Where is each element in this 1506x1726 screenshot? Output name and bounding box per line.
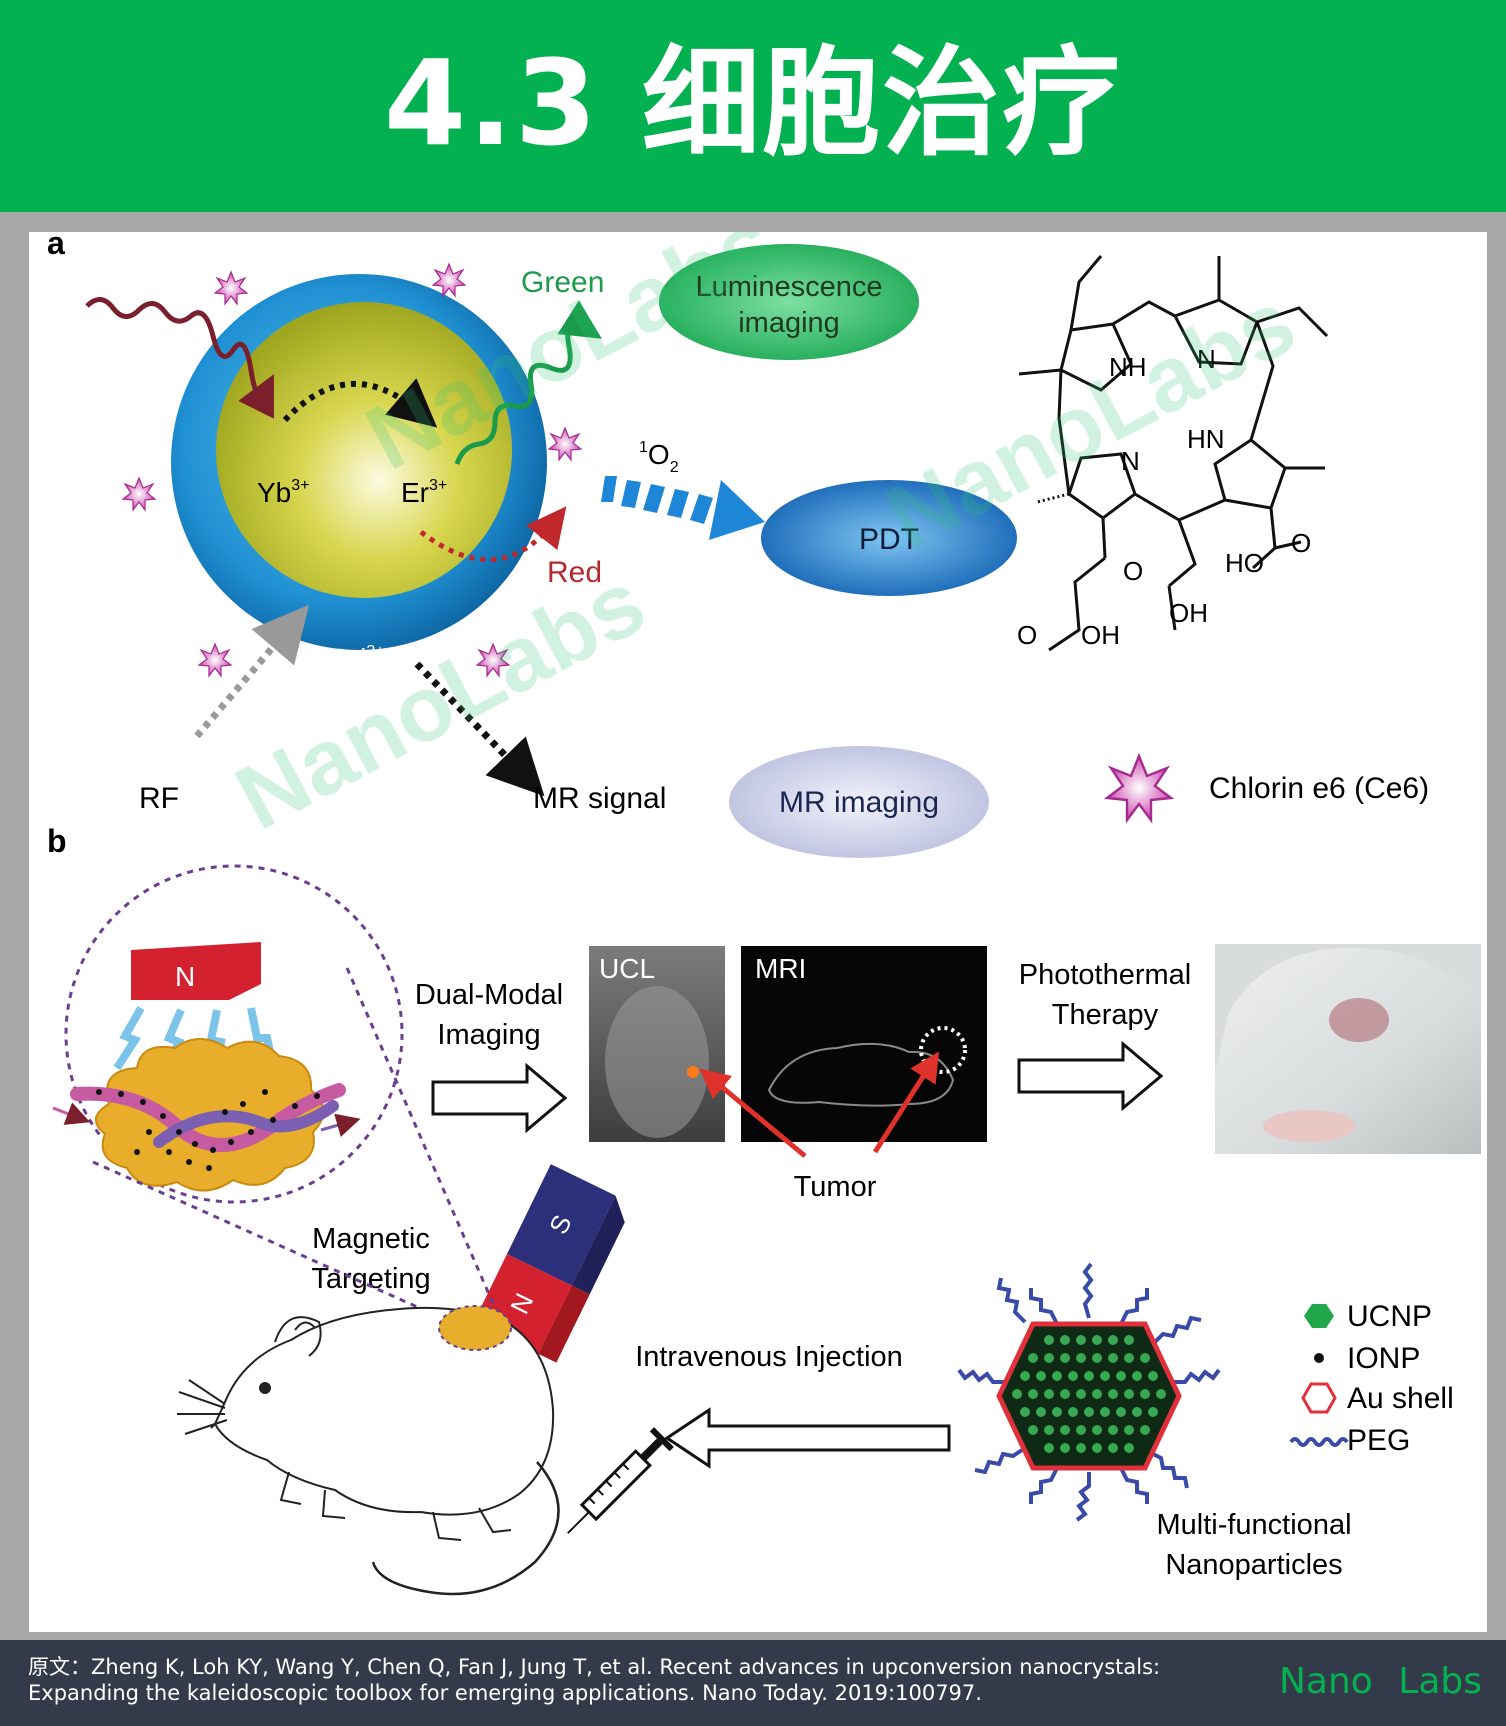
peg-legend-icon — [1289, 1437, 1349, 1447]
ce6-legend-label: Chlorin e6 (Ce6) — [1209, 772, 1429, 805]
chem-o1: O — [1291, 528, 1311, 558]
ce6-star-icon — [198, 643, 232, 677]
legend-au-shell: Au shell — [1347, 1382, 1454, 1415]
zoom-circle — [64, 864, 404, 1204]
au-shell-legend-icon — [1301, 1382, 1337, 1414]
brand-logo-text: Nano Labs — [1279, 1661, 1482, 1702]
ce6-legend-icon — [1105, 754, 1173, 822]
mr-imaging-ellipse — [729, 746, 989, 858]
injection-label: Intravenous Injection — [635, 1341, 903, 1373]
chem-nh: NH — [1109, 352, 1147, 382]
multifunctional-nanoparticle — [957, 1262, 1221, 1522]
zoom-connector-left — [92, 1160, 434, 1316]
red-label: Red — [547, 556, 602, 589]
chem-hn: HN — [1187, 424, 1225, 454]
nir-excitation-arrow — [85, 297, 274, 419]
ion-gd-label: Gd3+ — [329, 643, 385, 674]
ucl-mouse-silhouette — [605, 986, 709, 1138]
dual-modal-line2: Imaging — [437, 1019, 540, 1051]
ce6-star-icon — [432, 263, 466, 297]
rf-arrow — [194, 604, 310, 739]
tumor-arrow-mri — [872, 1051, 940, 1154]
flow-out-arrow — [320, 1113, 361, 1137]
ion-yb-label: Yb3+ — [257, 477, 310, 508]
green-emission-arrow — [454, 300, 602, 465]
nano-line1: Multi-functional — [1156, 1509, 1351, 1541]
injection-arrow — [664, 1407, 951, 1469]
singlet-oxygen-label: 1O2 — [639, 439, 679, 476]
mri-label: MRI — [755, 953, 806, 984]
photothermal-line2: Therapy — [1052, 999, 1159, 1031]
header-bar: 4.3 细胞治疗 — [0, 0, 1506, 212]
mouse-photo-wound — [1329, 998, 1389, 1042]
ce6-star-icon — [548, 427, 582, 461]
field-magnet — [131, 942, 261, 1000]
mouse-photo-paw — [1263, 1110, 1355, 1142]
legend-ucnp: UCNP — [1347, 1300, 1432, 1333]
mri-tumor-circle — [919, 1026, 967, 1074]
magnetic-line2: Targeting — [311, 1263, 430, 1295]
mr-imaging-label: MR imaging — [779, 786, 939, 819]
luminescence-line2: imaging — [738, 307, 840, 339]
singlet-oxygen-arrow — [601, 476, 765, 540]
footer-bar: 原文：Zheng K, Loh KY, Wang Y, Chen Q, Fan … — [0, 1640, 1506, 1726]
chem-o2: O — [1123, 556, 1143, 586]
nano-line2: Nanoparticles — [1165, 1549, 1342, 1581]
panel-b-letter: b — [47, 823, 67, 859]
ucnp-legend-icon — [1304, 1304, 1334, 1328]
dual-modal-line1: Dual-Modal — [415, 979, 563, 1011]
nanoparticle-core — [216, 302, 512, 598]
chem-o3: O — [1017, 620, 1037, 650]
pdt-ellipse — [761, 480, 1017, 596]
ion-er-label: Er3+ — [401, 477, 447, 508]
rf-label: RF — [139, 782, 179, 815]
tumor-label: Tumor — [794, 1171, 877, 1203]
photothermal-arrow — [1017, 1040, 1164, 1112]
mouse-tumor — [438, 1305, 512, 1351]
chem-n-top: N — [1197, 344, 1216, 374]
chem-ho1: HO — [1225, 548, 1264, 578]
chem-oh2: OH — [1081, 620, 1120, 650]
photothermal-line1: Photothermal — [1019, 959, 1192, 991]
flow-in-arrow — [52, 1102, 91, 1125]
blood-vessel-purple — [153, 1100, 339, 1148]
legend-ionp: IONP — [1347, 1342, 1420, 1375]
pdt-label: PDT — [859, 523, 919, 556]
tumor-arrow-ucl — [699, 1068, 807, 1158]
zoom-connector-right — [345, 967, 497, 1309]
mouse-photo-body — [1215, 947, 1481, 1154]
chlorin-e6-structure — [1018, 255, 1329, 652]
ce6-star-icon — [122, 477, 156, 511]
citation-text: 原文：Zheng K, Loh KY, Wang Y, Chen Q, Fan … — [28, 1655, 1161, 1705]
energy-transfer-arrow — [282, 378, 438, 428]
green-label: Green — [521, 266, 604, 299]
ucl-label: UCL — [599, 953, 655, 984]
ce6-star-icon — [214, 271, 248, 305]
mri-mouse-outline — [767, 1042, 955, 1107]
legend-peg: PEG — [1347, 1424, 1410, 1457]
watermark-2: NanoLabs — [871, 271, 1312, 570]
syringe-icon — [567, 1427, 674, 1534]
chem-n-left: N — [1121, 446, 1140, 476]
luminescence-imaging-ellipse — [659, 244, 919, 360]
red-emission-arrow — [419, 506, 567, 563]
figure-panel: a Yb3+ Er3+ Gd3+ Green Red Luminescence … — [29, 232, 1487, 1632]
field-magnet-n: N — [175, 961, 195, 992]
mr-signal-label: MR signal — [533, 782, 666, 815]
figure-diagram: a Yb3+ Er3+ Gd3+ Green Red Luminescence … — [47, 232, 1481, 1596]
cartoon-mouse — [177, 1306, 560, 1596]
dual-modal-arrow — [431, 1062, 568, 1134]
nanoparticle-dots — [96, 1089, 320, 1171]
mr-signal-arrow — [414, 661, 545, 797]
page-title: 4.3 细胞治疗 — [383, 34, 1123, 172]
panel-a-letter: a — [47, 232, 65, 261]
ionp-legend-icon — [1314, 1353, 1324, 1363]
magnetic-line1: Magnetic — [312, 1223, 430, 1255]
ucl-tumor-spot — [687, 1066, 699, 1078]
chem-oh1: OH — [1169, 598, 1208, 628]
blood-vessel-pink — [70, 1083, 346, 1152]
luminescence-line1: Luminescence — [696, 271, 883, 303]
